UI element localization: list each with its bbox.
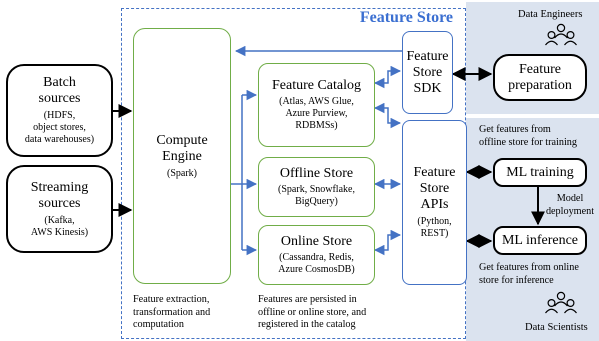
offline-store-box: Offline Store (Spark, Snowflake, BigQuer… [258, 157, 375, 217]
compute-engine-title-1: Compute [156, 132, 208, 148]
training-note: Get features from offline store for trai… [479, 124, 577, 149]
apis-title-3: APIs [420, 197, 449, 212]
streaming-sources-title-1: Streaming [30, 179, 89, 195]
compute-note-line-1: Feature extraction, [133, 294, 210, 305]
offline-store-sub-1: (Spark, Snowflake, [278, 184, 355, 195]
inference-note-line-1: Get features from online [479, 262, 579, 273]
ml-inference-box: ML inference [493, 226, 587, 255]
feature-preparation-title-2: preparation [508, 77, 572, 93]
feature-catalog-box: Feature Catalog (Atlas, AWS Glue, Azure … [258, 63, 375, 147]
sdk-title-1: Feature [406, 48, 449, 64]
stores-note-line-1: Features are persisted in [258, 294, 357, 305]
stores-note-line-2: offline or online store, and [258, 306, 367, 318]
arrow-catalog-to-apis [373, 102, 402, 129]
apis-sub-1: (Python, [417, 216, 452, 227]
model-deployment-line-1: Model [556, 193, 584, 204]
sdk-title-2: Store [412, 64, 443, 80]
streaming-sources-sub-2: AWS Kinesis) [30, 226, 89, 238]
compute-engine-box: Compute Engine (Spark) [133, 28, 231, 284]
data-engineers-icon [545, 23, 577, 46]
data-scientists-icon [545, 291, 577, 314]
ml-training-box: ML training [493, 158, 587, 187]
compute-engine-sub: (Spark) [167, 167, 197, 179]
streaming-sources-box: Streaming sources (Kafka, AWS Kinesis) [6, 165, 113, 253]
data-engineers-label: Data Engineers [518, 9, 583, 20]
inference-note: Get features from online store for infer… [479, 262, 579, 287]
feature-store-sdk-box: Feature Store SDK [402, 31, 453, 114]
feature-catalog-sub-2: Azure Purview, [285, 108, 348, 119]
feature-catalog-sub-3: RDBMSs) [295, 120, 338, 131]
training-note-line-1: Get features from [479, 124, 551, 135]
apis-title-2: Store [419, 181, 450, 196]
ml-inference-title: ML inference [501, 232, 579, 248]
ml-training-title: ML training [506, 164, 574, 180]
compute-engine-title-2: Engine [162, 148, 202, 164]
feature-store-title: Feature Store [359, 9, 453, 26]
batch-sources-sub-1: (HDFS, [43, 110, 76, 121]
inference-note-line-2: store for inference [479, 274, 554, 286]
online-store-box: Online Store (Cassandra, Redis, Azure Co… [258, 225, 375, 285]
feature-catalog-title: Feature Catalog [271, 78, 362, 93]
compute-note-line-2: transformation and [133, 306, 211, 318]
apis-title-1: Feature [413, 165, 456, 180]
training-note-line-2: offline store for training [479, 136, 577, 148]
batch-sources-sub-3: data warehouses) [24, 134, 95, 145]
stores-note: Features are persisted in offline or onl… [258, 294, 366, 332]
online-store-title: Online Store [280, 234, 353, 249]
batch-sources-title-2: sources [38, 91, 81, 106]
stores-note-line-3: registered in the catalog [258, 319, 356, 330]
compute-engine-note: Feature extraction, transformation and c… [133, 294, 210, 332]
feature-preparation-box: Feature preparation [493, 54, 587, 101]
arrow-online-to-apis [373, 229, 402, 256]
batch-sources-sub-2: object stores, [33, 122, 86, 133]
sdk-title-3: SDK [413, 80, 442, 96]
data-scientists-label: Data Scientists [525, 322, 588, 333]
online-store-sub-1: (Cassandra, Redis, [279, 252, 354, 263]
compute-note-line-3: computation [133, 319, 184, 330]
batch-sources-box: Batch sources (HDFS, object stores, data… [6, 64, 113, 157]
offline-store-sub-2: BigQuery) [295, 196, 338, 207]
model-deployment-label: Model deployment [538, 193, 599, 218]
streaming-sources-sub-1: (Kafka, [44, 214, 75, 226]
online-store-sub-2: Azure CosmosDB) [278, 264, 355, 275]
model-deployment-line-2: deployment [545, 205, 595, 217]
batch-sources-title-1: Batch [43, 75, 76, 90]
feature-store-apis-box: Feature Store APIs (Python, REST) [402, 120, 467, 285]
streaming-sources-title-2: sources [38, 195, 81, 211]
arrow-catalog-to-sdk [373, 65, 402, 89]
offline-store-title: Offline Store [279, 166, 354, 181]
feature-preparation-title-1: Feature [519, 61, 561, 77]
feature-catalog-sub-1: (Atlas, AWS Glue, [279, 96, 354, 107]
apis-sub-2: REST) [420, 228, 449, 239]
